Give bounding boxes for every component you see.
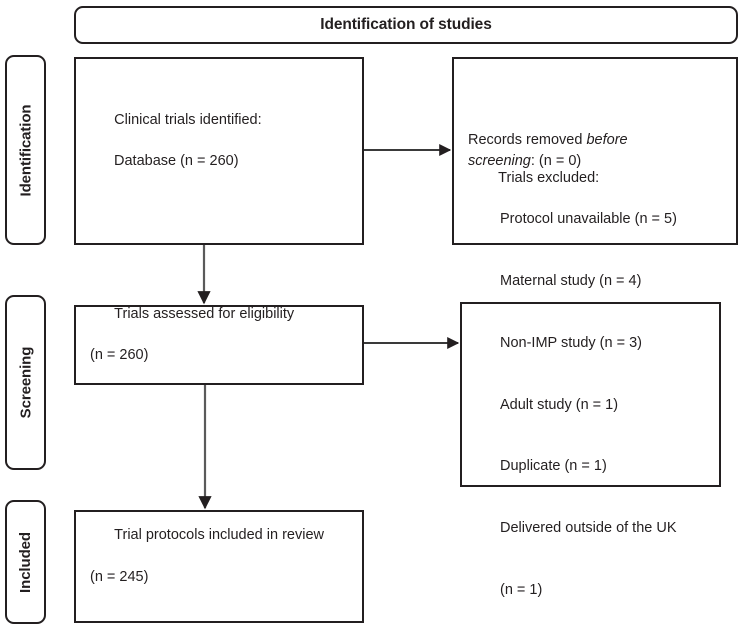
stage-label-identification: Identification [5, 55, 46, 245]
stage-label-included-text: Included [17, 531, 34, 593]
node-trials-identified-title: Clinical trials identified: [114, 111, 262, 128]
stage-label-screening-text: Screening [17, 346, 34, 419]
exclusion-reason: Adult study (n = 1) [500, 396, 619, 413]
node-trial-protocols-included-line1: Trial protocols included in review [114, 527, 324, 544]
node-records-removed-suffix: : (n = 0) [530, 153, 582, 169]
node-trials-excluded-title: Trials excluded: [498, 170, 600, 187]
node-trials-assessed-line1: Trials assessed for eligibility [114, 305, 295, 322]
node-records-removed-italic-1: before [586, 132, 628, 149]
node-trials-assessed-line2: (n = 260) [90, 347, 149, 363]
exclusion-reason: Maternal study (n = 4) [500, 273, 642, 290]
header-title: Identification of studies [320, 16, 492, 33]
node-records-removed: Records removed before screening: (n = 0… [452, 57, 738, 245]
node-records-removed-text: Records removed before screening: (n = 0… [454, 130, 736, 171]
exclusion-reason: Non-IMP study (n = 3) [500, 334, 642, 351]
node-trials-identified-text: Clinical trials identified: Database (n … [76, 89, 362, 212]
node-trials-identified: Clinical trials identified: Database (n … [74, 57, 364, 245]
node-records-removed-prefix: Records removed [468, 132, 587, 149]
stage-label-screening: Screening [5, 295, 46, 470]
node-trials-assessed-text: Trials assessed for eligibility (n = 260… [76, 283, 362, 406]
node-trials-excluded: Trials excluded: Protocol unavailable (n… [460, 170, 721, 598]
exclusion-reason: Delivered outside of the UK [500, 519, 677, 536]
node-trials-assessed: Trials assessed for eligibility (n = 260… [74, 305, 364, 385]
node-trial-protocols-included-text: Trial protocols included in review (n = … [76, 505, 362, 628]
exclusion-reason: Protocol unavailable (n = 5) [500, 211, 677, 228]
stage-label-included: Included [5, 500, 46, 624]
exclusion-reason: (n = 1) [500, 581, 543, 598]
node-trials-identified-detail: Database (n = 260) [114, 153, 239, 169]
stage-label-identification-text: Identification [17, 104, 34, 196]
node-records-removed-italic-2: screening [468, 153, 531, 169]
header-banner: Identification of studies [74, 6, 738, 44]
node-trials-excluded-text: Trials excluded: Protocol unavailable (n… [462, 148, 719, 632]
node-trial-protocols-included-line2: (n = 245) [90, 568, 149, 585]
node-trial-protocols-included: Trial protocols included in review (n = … [74, 510, 364, 623]
exclusion-reason: Duplicate (n = 1) [500, 458, 607, 475]
